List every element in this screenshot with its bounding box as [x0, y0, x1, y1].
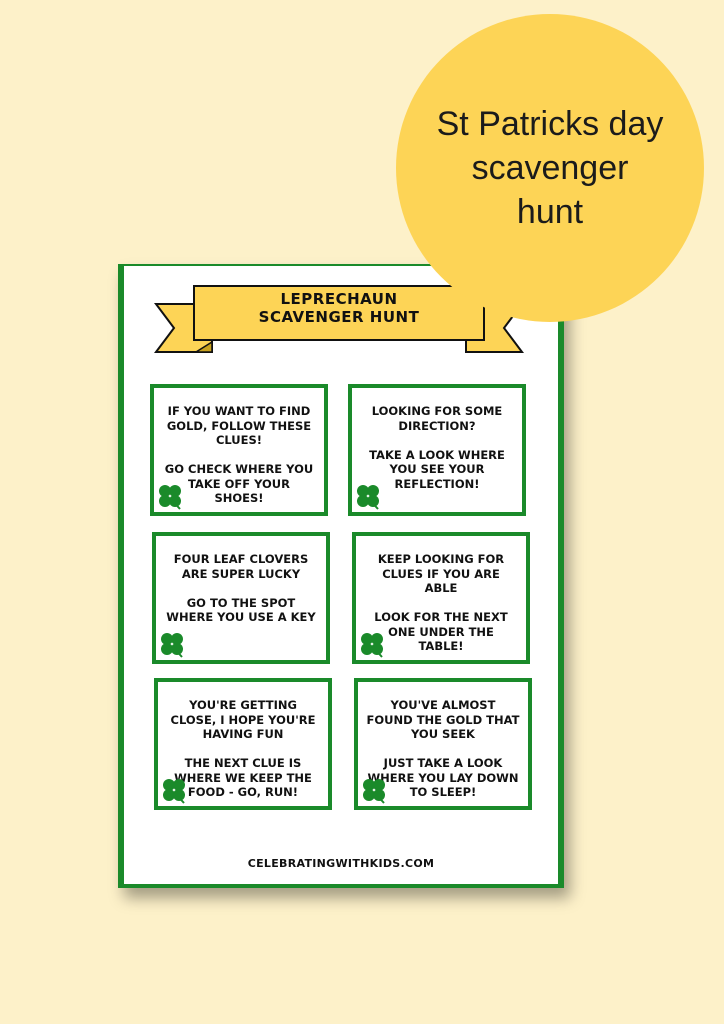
clue-text: Four leaf clovers are super lucky Go to … [166, 552, 316, 624]
shamrock-icon [163, 779, 185, 804]
website-footer: CELEBRATINGWITHKIDS.COM [247, 857, 435, 870]
clue-card-4: Keep looking for clues if you are able L… [352, 532, 530, 664]
clue-text: Keep looking for clues if you are able L… [374, 552, 508, 653]
banner-title: LEPRECHAUN SCAVENGER HUNT [258, 290, 420, 326]
shamrock-icon [361, 633, 383, 658]
title-badge: St Patricks day scavenger hunt [396, 14, 704, 322]
scavenger-hunt-sheet: LEPRECHAUN SCAVENGER HUNT If you want to… [118, 264, 564, 888]
shamrock-icon [363, 779, 385, 804]
clue-card-1: If you want to find gold, follow these c… [150, 384, 328, 516]
badge-title: St Patricks day scavenger hunt [436, 105, 664, 231]
clue-card-6: You've almost found the gold that you se… [354, 678, 532, 810]
shamrock-icon [357, 485, 379, 510]
banner-ribbon [154, 285, 524, 353]
clue-text: You're getting close, I hope you're havi… [170, 698, 316, 799]
clue-text: Looking for some direction? Take a look … [369, 404, 505, 491]
shamrock-icon [159, 485, 181, 510]
clue-card-2: Looking for some direction? Take a look … [348, 384, 526, 516]
clue-card-5: You're getting close, I hope you're havi… [154, 678, 332, 810]
shamrock-icon [161, 633, 183, 658]
clue-card-3: Four leaf clovers are super lucky Go to … [152, 532, 330, 664]
clue-text: You've almost found the gold that you se… [366, 698, 520, 799]
clue-text: If you want to find gold, follow these c… [164, 404, 314, 505]
